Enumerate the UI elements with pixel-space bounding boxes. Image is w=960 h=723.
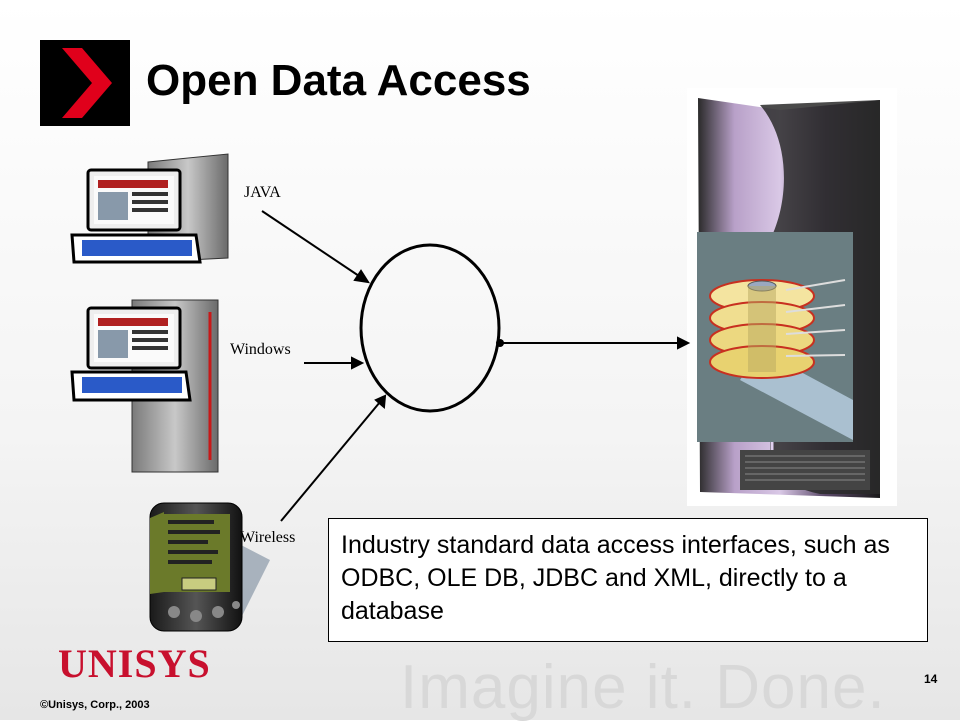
- connector-dot: [496, 339, 504, 347]
- logo-box: [40, 40, 130, 126]
- chevron-right-icon: [62, 48, 112, 118]
- tower-computer-icon: [70, 299, 219, 473]
- handheld-pda-icon: [149, 502, 270, 632]
- desktop-computer-icon: [70, 153, 229, 264]
- tagline-watermark: Imagine it. Done.: [400, 653, 886, 722]
- page-number: 14: [924, 672, 938, 686]
- copyright-text: ©Unisys, Corp., 2003: [40, 699, 150, 711]
- label-java: JAVA: [244, 184, 281, 201]
- page-title: Open Data Access: [146, 56, 531, 105]
- unisys-logo: UNISYS: [58, 641, 211, 686]
- connector-arrows: [261, 210, 691, 522]
- data-access-ellipse: [359, 243, 501, 413]
- label-windows: Windows: [230, 341, 291, 358]
- label-wireless: Wireless: [240, 529, 296, 546]
- callout-box: Industry standard data access interfaces…: [328, 518, 928, 642]
- disk-platters-icon: [697, 232, 853, 442]
